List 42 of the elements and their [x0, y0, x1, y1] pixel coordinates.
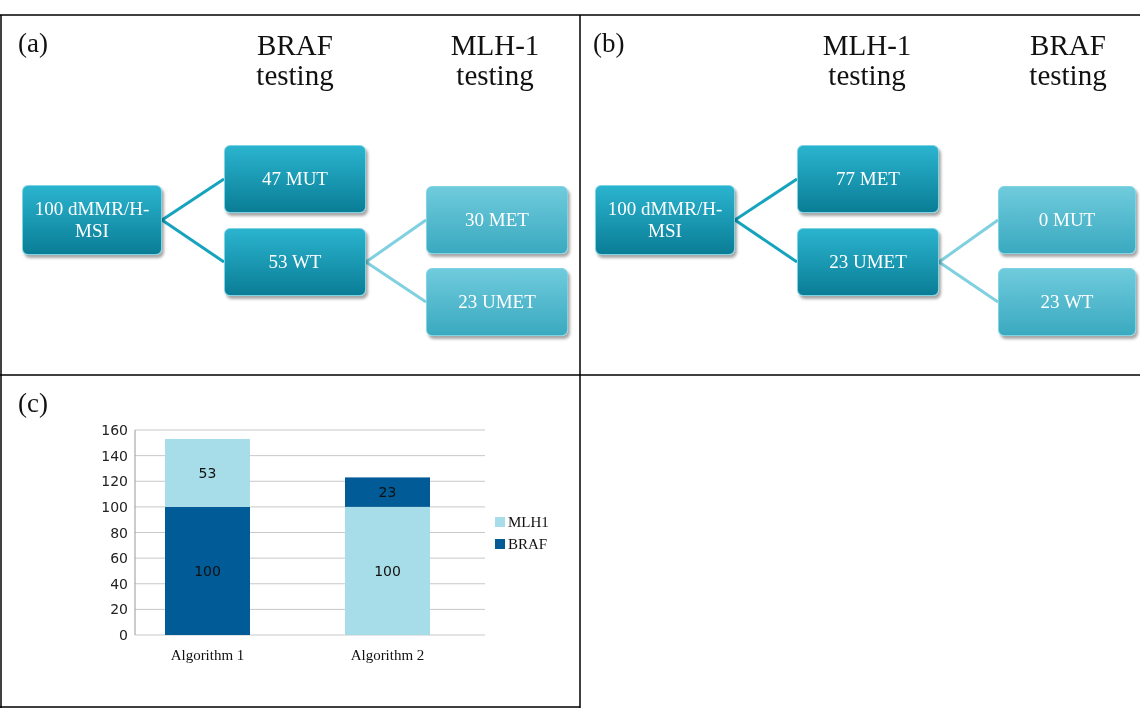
column-heading: BRAF testing — [1028, 30, 1108, 90]
category-label: Algorithm 1 — [170, 647, 245, 663]
process-box: 0 MUT — [998, 186, 1136, 254]
process-box: 47 MUT — [224, 145, 366, 213]
value-label: 100 — [194, 562, 221, 579]
column-heading: MLH-1 testing — [821, 30, 913, 90]
column-heading: MLH-1 testing — [449, 30, 541, 90]
value-label: 23 — [378, 484, 397, 501]
process-box: 30 MET — [426, 186, 568, 254]
connector-line — [734, 177, 798, 222]
tick-label: 20 — [110, 601, 128, 618]
tick-label: 120 — [101, 473, 128, 490]
tick-label: 40 — [110, 575, 128, 592]
value-label: 100 — [374, 562, 401, 579]
connector-line — [161, 218, 225, 264]
tick-label: 100 — [101, 498, 128, 515]
process-box: 77 MET — [797, 145, 939, 213]
connector-line — [938, 260, 999, 304]
process-box: 23 UMET — [426, 268, 568, 336]
process-box: 100 dMMR/H-MSI — [22, 185, 162, 255]
connector-line — [365, 218, 427, 264]
legend-label: MLH1 — [508, 514, 549, 530]
process-box: 53 WT — [224, 228, 366, 296]
panel-letter: (b) — [593, 28, 625, 59]
process-box: 23 WT — [998, 268, 1136, 336]
panel-letter: (c) — [18, 388, 48, 419]
tick-label: 60 — [110, 550, 128, 567]
process-box: 100 dMMR/H-MSI — [595, 185, 735, 255]
connector-line — [938, 218, 999, 264]
value-label: 53 — [198, 464, 217, 481]
connector-line — [734, 218, 798, 264]
connector-line — [161, 177, 225, 222]
tick-label: 80 — [110, 524, 128, 541]
column-heading: BRAF testing — [255, 30, 335, 90]
connector-line — [365, 260, 427, 304]
tick-label: 140 — [101, 447, 128, 464]
category-label: Algorithm 2 — [350, 647, 425, 663]
tick-label: 0 — [119, 627, 128, 643]
panel-letter: (a) — [18, 28, 48, 59]
legend-label: BRAF — [508, 536, 548, 552]
process-box: 23 UMET — [797, 228, 939, 296]
tick-label: 160 — [101, 422, 128, 438]
